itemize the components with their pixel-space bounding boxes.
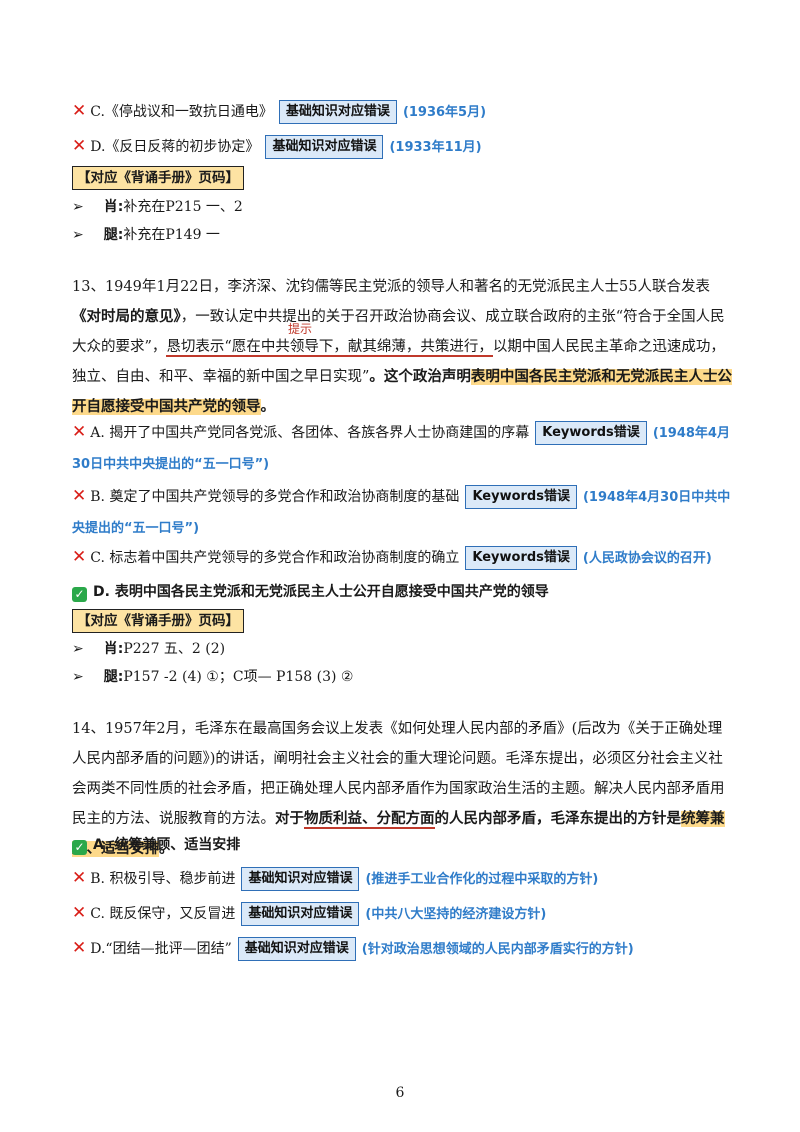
- q13-option-a: ✕A. 揭开了中国共产党同各党派、各团体、各族各界人士协商建国的序幕 Keywor…: [72, 417, 740, 480]
- correct-check-icon: ✓: [72, 840, 87, 855]
- q14-option-a: ✓ A. 统筹兼顾、适当安排: [72, 830, 740, 860]
- arrow-bullet-icon: ➢: [72, 669, 84, 685]
- error-tag: 基础知识对应错误: [265, 135, 384, 159]
- underlined-text: 物质利益、分配方面: [304, 811, 435, 829]
- ref-text: 补充在P215 一、2: [123, 199, 243, 215]
- correct-check-icon: ✓: [72, 587, 87, 602]
- stem-end: 。: [260, 399, 276, 415]
- q12-option-d: ✕D.《反日反蒋的初步协定》基础知识对应错误 (1933年11月): [72, 131, 740, 163]
- q13-option-d: ✓ D. 表明中国各民主党派和无党派民主人士公开自愿接受中国共产党的领导: [72, 577, 740, 607]
- option-text: A. 统筹兼顾、适当安排: [93, 837, 241, 853]
- error-tag: 基础知识对应错误: [241, 902, 360, 926]
- wrong-mark-icon: ✕: [72, 868, 87, 888]
- option-text: B. 奠定了中国共产党领导的多党合作和政治协商制度的基础: [90, 489, 460, 505]
- q12-ref-tui: ➢ 腿:补充在P149 一: [72, 220, 740, 250]
- error-tag: 基础知识对应错误: [278, 100, 397, 124]
- stem-bold: 对于: [275, 811, 304, 827]
- q13-stem: 13、1949年1月22日，李济深、沈钧儒等民主党派的领导人和著名的无党派民主人…: [72, 272, 732, 422]
- arrow-bullet-icon: ➢: [72, 641, 84, 657]
- wrong-mark-icon: ✕: [72, 136, 87, 156]
- option-note: (推进手工业合作化的过程中采取的方针): [365, 872, 599, 887]
- stem-text: 以期中国人民民主革命之迅速成功，独立、自由、和平、幸福的新中国之早日实现”: [72, 339, 725, 385]
- option-note: (针对政治思想领域的人民内部矛盾实行的方针): [361, 942, 634, 957]
- arrow-bullet-icon: ➢: [72, 227, 84, 243]
- option-text: B. 积极引导、稳步前进: [90, 871, 236, 887]
- q12-handbook-row: 【对应《背诵手册》页码】: [72, 163, 740, 193]
- error-tag: Keywords错误: [465, 485, 577, 509]
- stem-bold: 的人民内部矛盾，毛泽东提出的方针是: [434, 811, 682, 827]
- ref-label: 腿:: [103, 227, 124, 243]
- q13-ref-xiao: ➢ 肖:P227 五、2 (2): [72, 634, 740, 664]
- q14-option-c: ✕C. 既反保守，又反冒进基础知识对应错误 (中共八大坚持的经济建设方针): [72, 898, 740, 930]
- ref-text: P227 五、2 (2): [123, 641, 226, 657]
- wrong-mark-icon: ✕: [72, 938, 87, 958]
- ref-text: P157 -2 (4) ①；C项— P158 (3) ②: [123, 669, 354, 685]
- error-tag: Keywords错误: [535, 421, 647, 445]
- stem-text: ，一致认定中共提出的关于召开政治协商会议、成立联合政府的主张“符合于全国人民大众…: [72, 309, 725, 355]
- q14-option-b: ✕B. 积极引导、稳步前进基础知识对应错误 (推进手工业合作化的过程中采取的方针): [72, 863, 740, 895]
- wrong-mark-icon: ✕: [72, 486, 87, 506]
- option-note: (1933年11月): [389, 140, 482, 155]
- q13-option-b: ✕B. 奠定了中国共产党领导的多党合作和政治协商制度的基础 Keywords错误(…: [72, 481, 740, 544]
- error-tag: 基础知识对应错误: [241, 867, 360, 891]
- stem-end: 。: [159, 841, 174, 857]
- stem-title: 《对时局的意见》: [72, 309, 181, 325]
- q12-option-c: ✕C.《停战议和一致抗日通电》基础知识对应错误 (1936年5月): [72, 96, 740, 128]
- option-text: C. 标志着中国共产党领导的多党合作和政治协商制度的确立: [90, 550, 460, 566]
- option-text: D. 表明中国各民主党派和无党派民主人士公开自愿接受中国共产党的领导: [93, 584, 549, 600]
- ref-label: 肖:: [103, 199, 124, 215]
- ref-text: 补充在P149 一: [123, 227, 220, 243]
- page-number: 6: [395, 1085, 405, 1101]
- ref-label: 腿:: [103, 669, 124, 685]
- wrong-mark-icon: ✕: [72, 547, 87, 567]
- q12-ref-xiao: ➢ 肖:补充在P215 一、2: [72, 192, 740, 222]
- error-tag: Keywords错误: [465, 546, 577, 570]
- stem-text: 13、1949年1月22日，李济深、沈钧儒等民主党派的领导人和著名的无党派民主人…: [72, 279, 710, 295]
- wrong-mark-icon: ✕: [72, 422, 87, 442]
- hint-annotation: 提示: [288, 322, 313, 336]
- handbook-label: 【对应《背诵手册》页码】: [72, 166, 244, 190]
- option-text: D.“团结—批评—团结”: [90, 941, 232, 957]
- handbook-label: 【对应《背诵手册》页码】: [72, 609, 244, 633]
- option-note: (1948年4月30日中共中央提出的“五一口号”): [72, 490, 731, 536]
- stem-text: 14、1957年2月，毛泽东在最高国务会议上发表《如何处理人民内部的矛盾》(后改…: [72, 721, 725, 827]
- option-note: (1948年4月30日中共中央提出的“五一口号”): [72, 426, 730, 472]
- option-note: (中共八大坚持的经济建设方针): [365, 907, 547, 922]
- q14-stem: 14、1957年2月，毛泽东在最高国务会议上发表《如何处理人民内部的矛盾》(后改…: [72, 714, 732, 864]
- stem-bold: 。这个政治声明: [369, 369, 471, 385]
- arrow-bullet-icon: ➢: [72, 199, 84, 215]
- q13-ref-tui: ➢ 腿:P157 -2 (4) ①；C项— P158 (3) ②: [72, 662, 740, 692]
- option-text: C. 既反保守，又反冒进: [90, 906, 236, 922]
- option-text: D.《反日反蒋的初步协定》: [90, 139, 260, 155]
- q13-option-c: ✕C. 标志着中国共产党领导的多党合作和政治协商制度的确立 Keywords错误 (…: [72, 542, 740, 574]
- error-tag: 基础知识对应错误: [237, 937, 356, 961]
- option-text: A. 揭开了中国共产党同各党派、各团体、各族各界人士协商建国的序幕: [90, 425, 530, 441]
- wrong-mark-icon: ✕: [72, 903, 87, 923]
- wrong-mark-icon: ✕: [72, 101, 87, 121]
- option-note: (人民政协会议的召开): [582, 551, 712, 566]
- q13-handbook-row: 【对应《背诵手册》页码】: [72, 606, 740, 636]
- underlined-text: 恳切表示“愿在中共领导下，献其绵薄，共策进行，: [166, 339, 493, 357]
- option-note: (1936年5月): [402, 105, 487, 120]
- q14-option-d: ✕D.“团结—批评—团结” 基础知识对应错误 (针对政治思想领域的人民内部矛盾实行的…: [72, 933, 740, 965]
- option-text: C.《停战议和一致抗日通电》: [90, 104, 273, 120]
- ref-label: 肖:: [103, 641, 124, 657]
